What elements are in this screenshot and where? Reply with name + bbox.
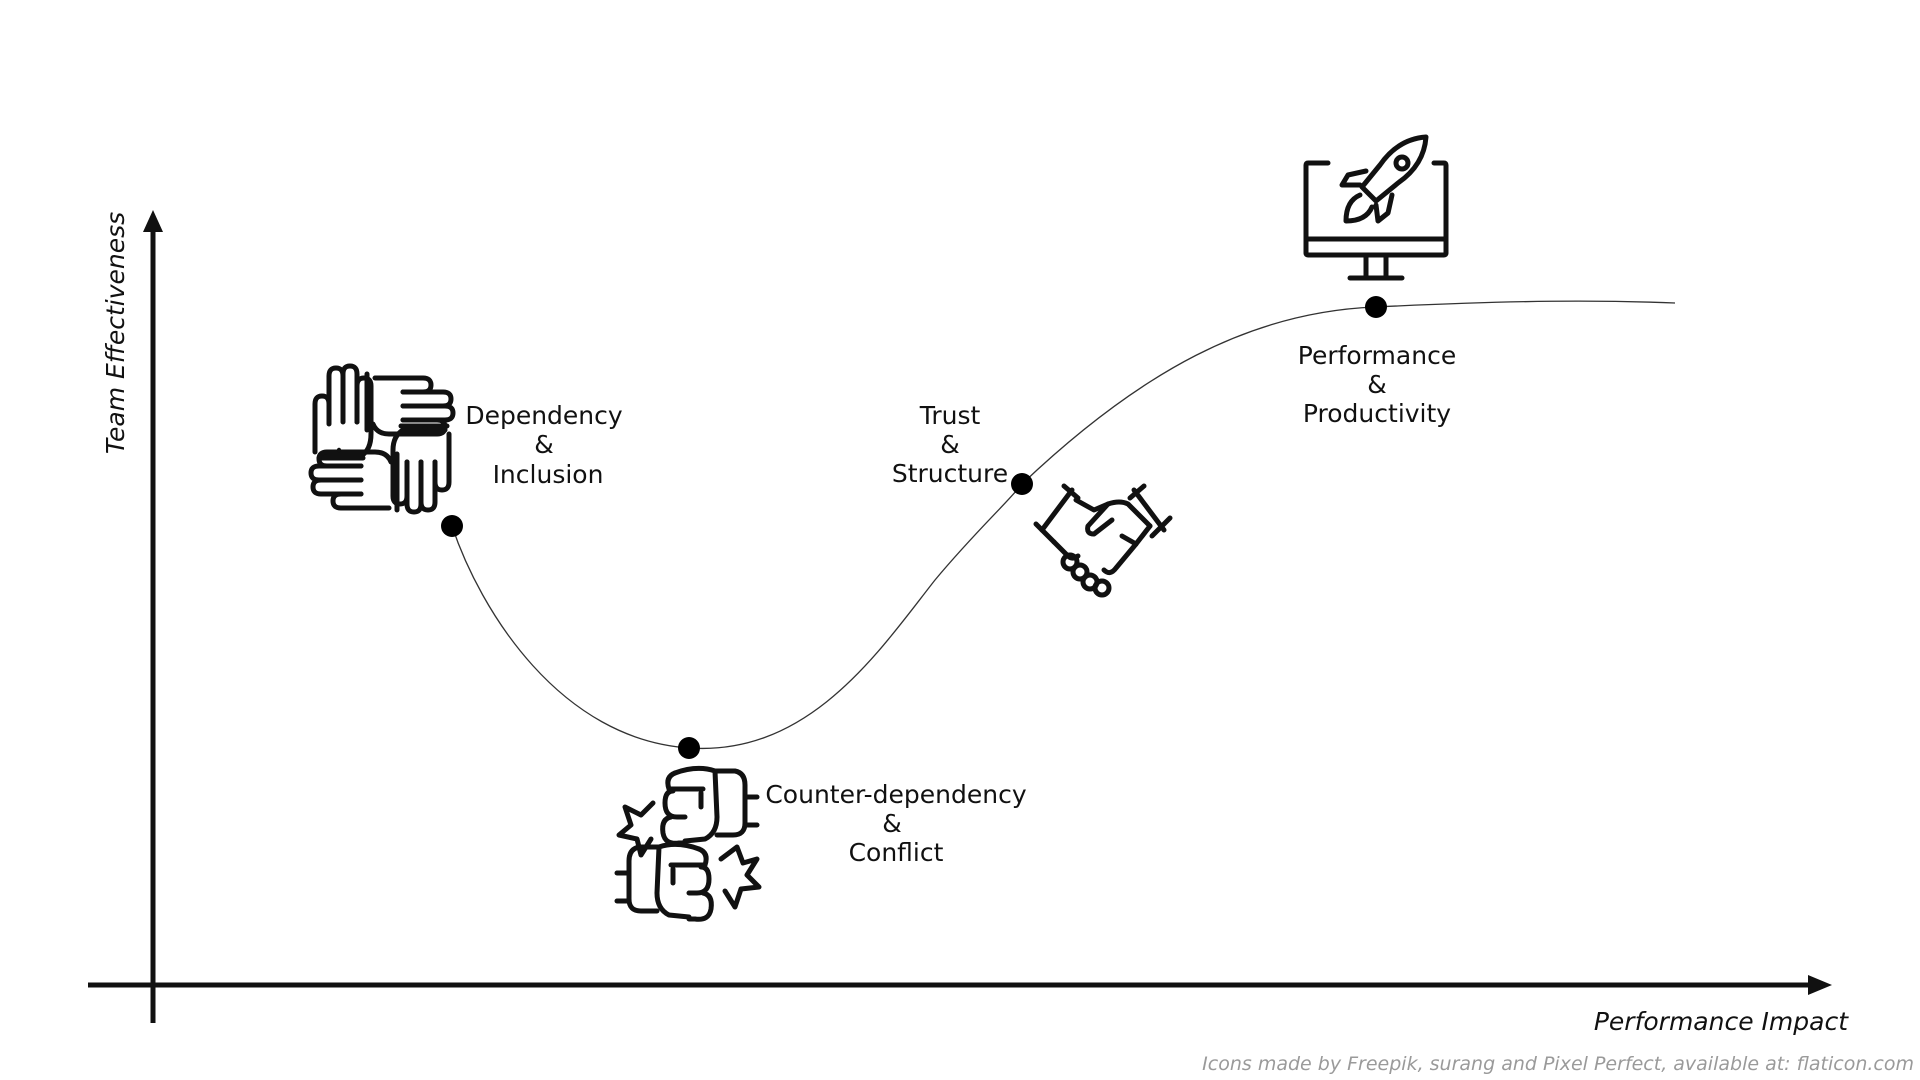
stage-point-trust — [1011, 473, 1033, 495]
svg-text:Dependency: Dependency — [465, 401, 623, 430]
stage-label-performance: Performance & Productivity — [1298, 341, 1456, 428]
y-axis-label: Team Effectiveness — [101, 212, 130, 454]
icon-credit: Icons made by Freepik, surang and Pixel … — [1202, 1053, 1914, 1075]
stage-point-counter-dependency — [678, 737, 700, 759]
stage-label-counter-dependency: Counter-dependency & Conflict — [765, 780, 1027, 867]
rocket-monitor-icon — [1303, 134, 1449, 281]
svg-text:Productivity: Productivity — [1303, 399, 1451, 428]
svg-text:&: & — [1367, 370, 1387, 399]
svg-text:Structure: Structure — [892, 459, 1008, 488]
four-hands-icon — [308, 363, 456, 515]
y-axis-arrow — [143, 210, 163, 232]
clashing-fists-icon — [614, 765, 762, 922]
x-axis-arrow — [1808, 975, 1832, 995]
svg-text:&: & — [534, 430, 554, 459]
svg-text:&: & — [882, 809, 902, 838]
stage-label-trust: Trust & Structure — [892, 401, 1008, 488]
svg-text:Performance: Performance — [1298, 341, 1456, 370]
stage-label-dependency: Dependency & Inclusion — [465, 401, 623, 489]
svg-text:&: & — [940, 430, 960, 459]
svg-text:Conflict: Conflict — [849, 838, 944, 867]
stage-point-performance — [1365, 296, 1387, 318]
svg-text:Counter-dependency: Counter-dependency — [765, 780, 1027, 809]
handshake-icon — [1033, 483, 1173, 598]
x-axis-label: Performance Impact — [1594, 1007, 1849, 1036]
svg-text:Inclusion: Inclusion — [493, 460, 604, 489]
svg-text:Trust: Trust — [919, 401, 981, 430]
team-development-curve — [451, 300, 1676, 749]
stage-point-dependency — [441, 515, 463, 537]
